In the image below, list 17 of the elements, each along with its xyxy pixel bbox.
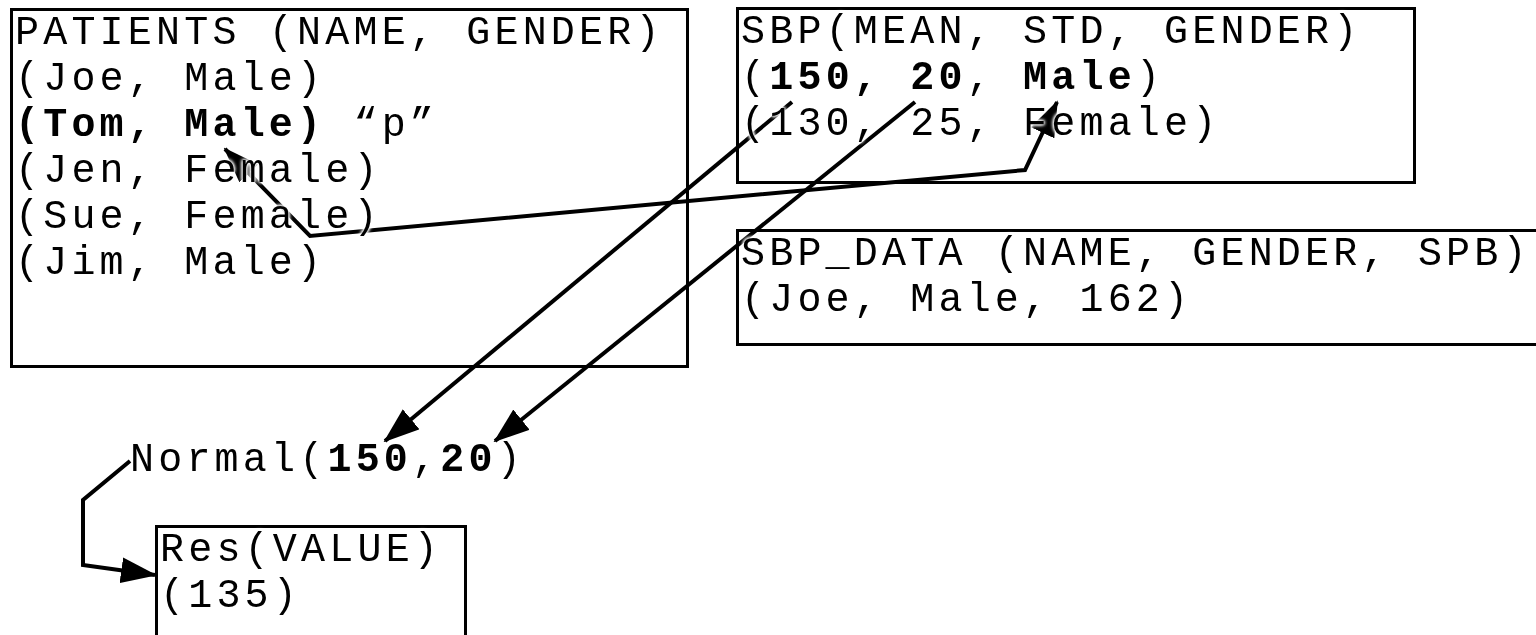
table-header: SBP(MEAN, STD, GENDER) — [741, 10, 1362, 56]
arrow — [81, 459, 157, 584]
table-box — [10, 8, 689, 368]
arrow — [383, 100, 794, 443]
table-box — [155, 525, 467, 635]
table-row: (Joe, Male) — [15, 57, 326, 103]
table-header: SBP_DATA (NAME, GENDER, SPB) — [741, 232, 1531, 278]
arrow — [493, 100, 917, 443]
table-box — [736, 229, 1536, 346]
table-row: (Joe, Male, 162) — [741, 278, 1193, 324]
table-row: (Jim, Male) — [15, 241, 326, 287]
formula-text: Normal(150,20) — [130, 441, 525, 481]
table-row: (Tom, Male) “p” — [15, 103, 439, 149]
table-header: PATIENTS (NAME, GENDER) — [15, 11, 664, 57]
table-row: (150, 20, Male) — [741, 56, 1165, 102]
table-header: Res(VALUE) — [160, 528, 443, 574]
table-row: (135) — [160, 574, 302, 620]
